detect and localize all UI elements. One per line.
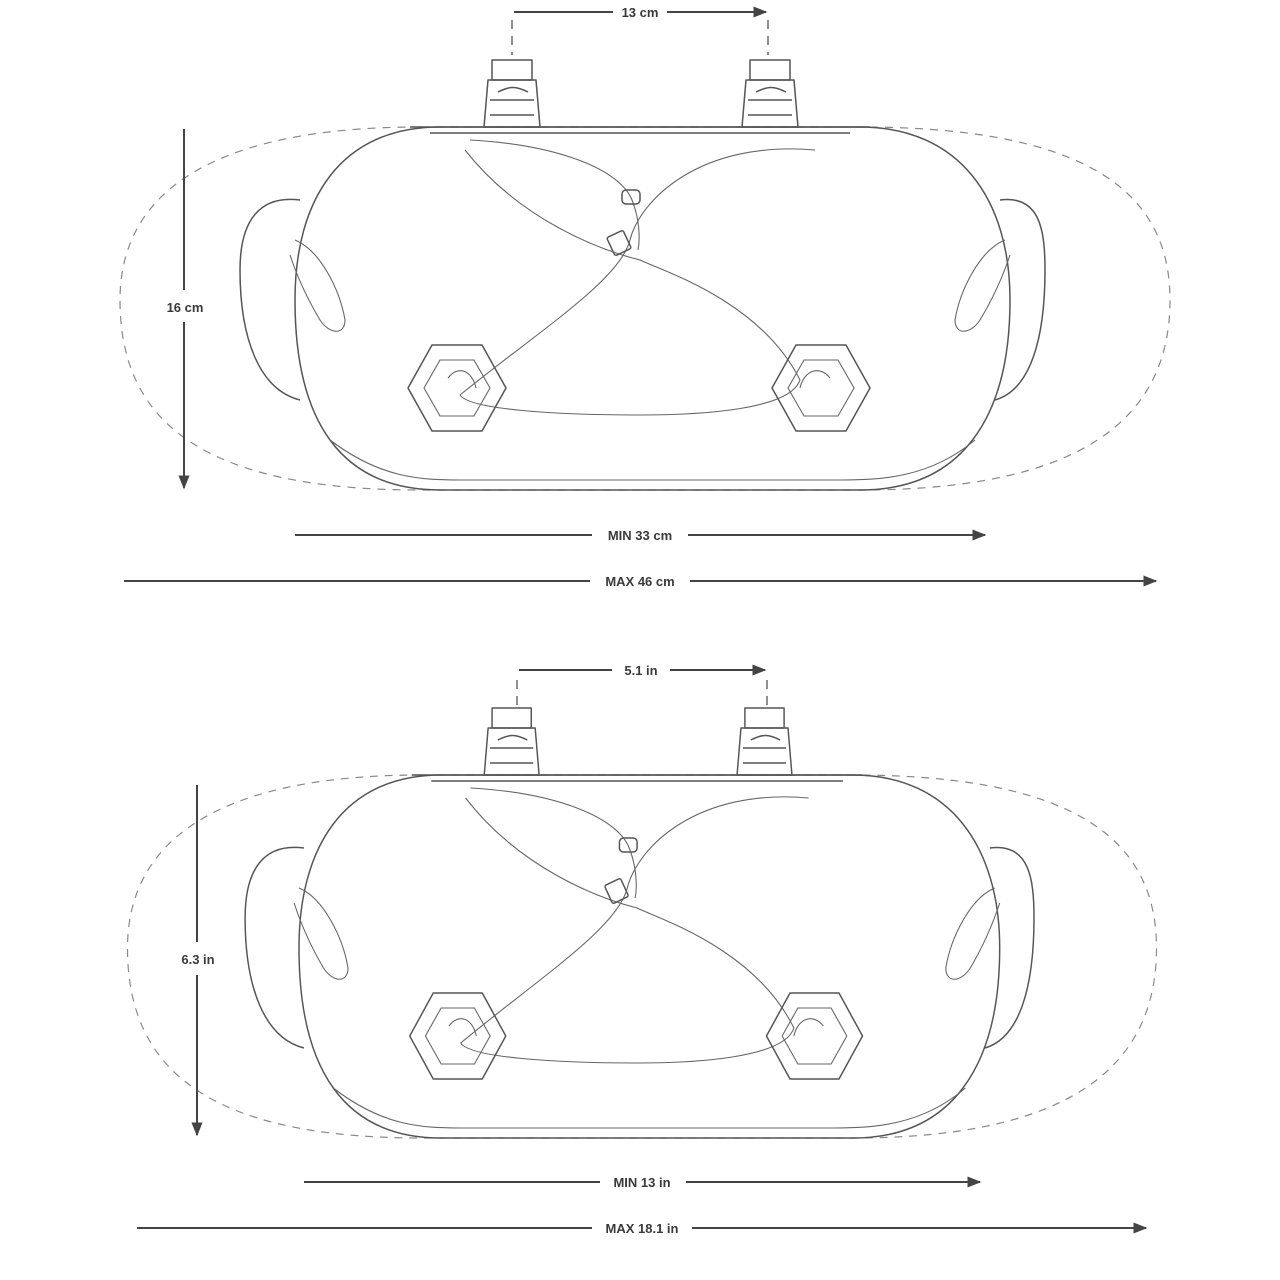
max-width-label: MAX 18.1 in <box>606 1221 679 1236</box>
imperial-diagram: 5.1 in 6.3 in MIN 13 in MAX 18.1 in <box>126 663 1158 1236</box>
metric-diagram: 13 cm 16 cm MIN 33 cm MAX 46 cm <box>119 5 1171 589</box>
min-width-label: MIN 13 in <box>613 1175 670 1190</box>
strap-guide-lines <box>511 20 769 55</box>
max-width-label: MAX 46 cm <box>605 574 674 589</box>
bag-illustration-metric <box>119 59 1171 491</box>
strap-spacing-label: 13 cm <box>622 5 659 20</box>
strap-guide-lines <box>516 680 768 708</box>
bag-illustration-imperial <box>126 707 1158 1139</box>
height-label: 16 cm <box>167 300 204 315</box>
min-width-label: MIN 33 cm <box>608 528 672 543</box>
height-label: 6.3 in <box>181 952 214 967</box>
strap-spacing-label: 5.1 in <box>624 663 657 678</box>
